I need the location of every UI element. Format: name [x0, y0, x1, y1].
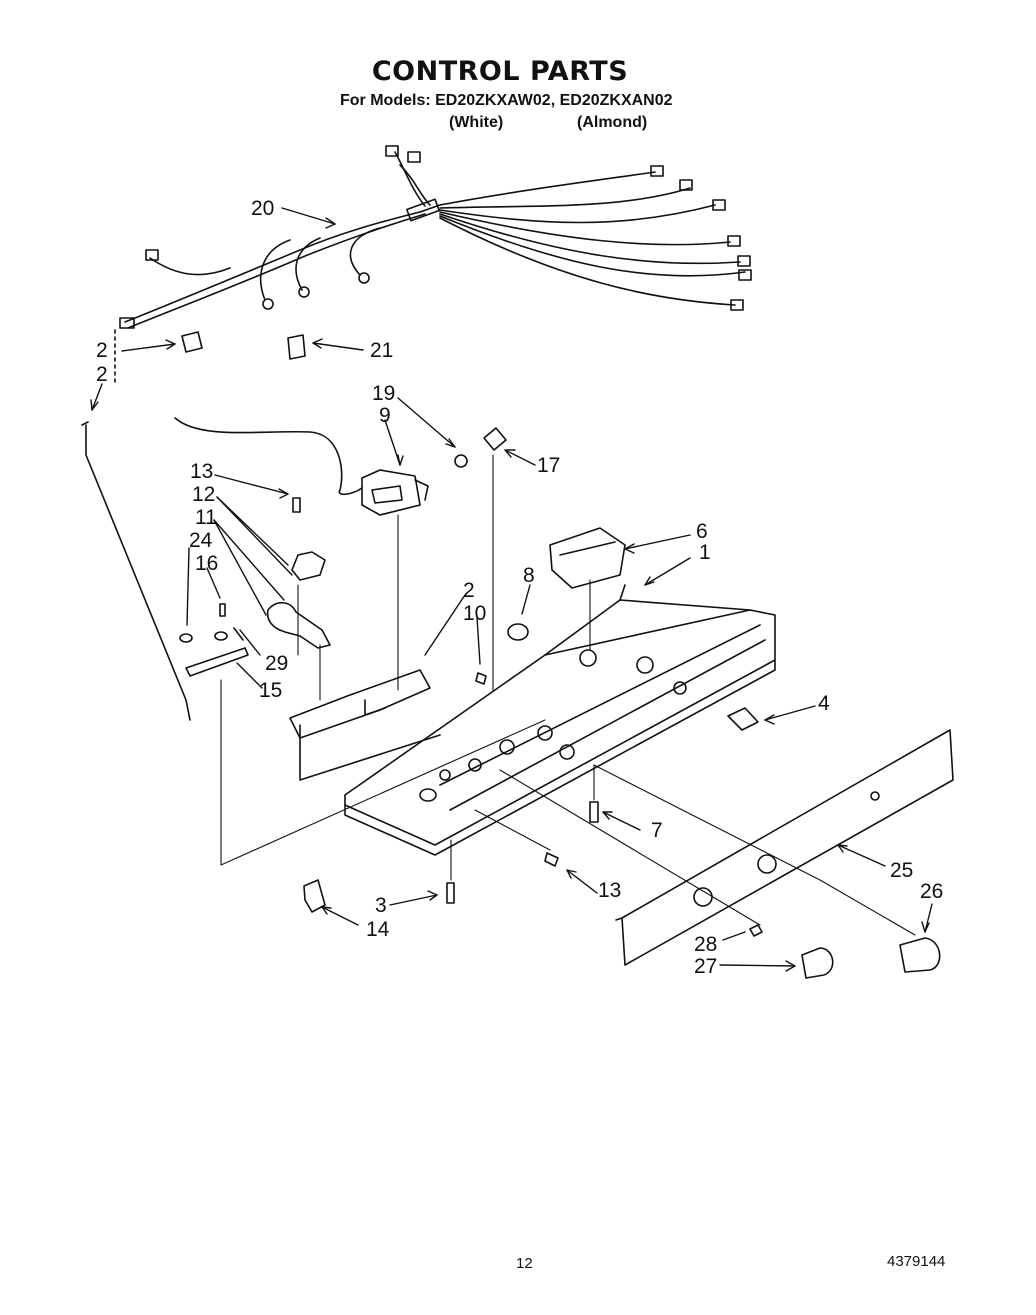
callout-16: 16 [195, 552, 218, 575]
callout-3: 3 [375, 894, 387, 917]
callout-26: 26 [920, 880, 943, 903]
bracket-assembly [266, 497, 331, 649]
callout-14: 14 [366, 918, 390, 941]
callout-27: 27 [694, 955, 717, 978]
damper-control [507, 527, 626, 641]
callout-6: 6 [696, 520, 708, 543]
wire-clips [114, 329, 306, 386]
callout-29: 29 [265, 652, 288, 675]
callout-2a: 2 [96, 339, 108, 362]
callout-20: 20 [251, 197, 274, 220]
control-housing [344, 584, 776, 856]
callout-2b: 2 [96, 363, 108, 386]
knobs [749, 924, 941, 979]
thermostat [174, 417, 429, 516]
models-line: For Models: ED20ZKXAW02, ED20ZKXAN02 [340, 92, 673, 109]
leader-lines [90, 207, 933, 972]
page-number: 12 [516, 1255, 533, 1272]
wiring-harness [119, 145, 752, 329]
callout-19: 19 [372, 382, 395, 405]
callout-25: 25 [890, 859, 913, 882]
callout-10: 10 [463, 602, 486, 625]
callout-11: 11 [195, 506, 217, 529]
mounting-bracket [289, 669, 441, 781]
callout-9: 9 [379, 404, 391, 427]
variant-white-label: (White) [449, 114, 504, 131]
callout-13a: 13 [190, 460, 213, 483]
callout-17: 17 [537, 454, 560, 477]
switch [727, 707, 759, 731]
variant-almond-label: (Almond) [577, 114, 648, 131]
callout-labels: 20 2 2 21 19 9 17 13 12 11 24 16 6 1 8 2… [96, 197, 943, 978]
callout-21: 21 [370, 339, 393, 362]
callout-24: 24 [189, 529, 213, 552]
callout-12: 12 [192, 483, 215, 506]
page-title: CONTROL PARTS [371, 56, 629, 87]
document-number: 4379144 [887, 1253, 946, 1270]
callout-1: 1 [699, 541, 711, 564]
callout-2c: 2 [463, 579, 475, 602]
callout-7: 7 [651, 819, 663, 842]
alignment-lines [220, 454, 916, 936]
callout-28: 28 [694, 933, 717, 956]
light-socket [454, 427, 507, 468]
callout-8: 8 [523, 564, 535, 587]
control-panel [615, 729, 954, 966]
callout-4: 4 [818, 692, 830, 715]
callout-13b: 13 [598, 879, 621, 902]
callout-15: 15 [259, 679, 282, 702]
screws [303, 672, 599, 913]
lever-assembly [179, 603, 249, 677]
control-rod [81, 421, 191, 721]
